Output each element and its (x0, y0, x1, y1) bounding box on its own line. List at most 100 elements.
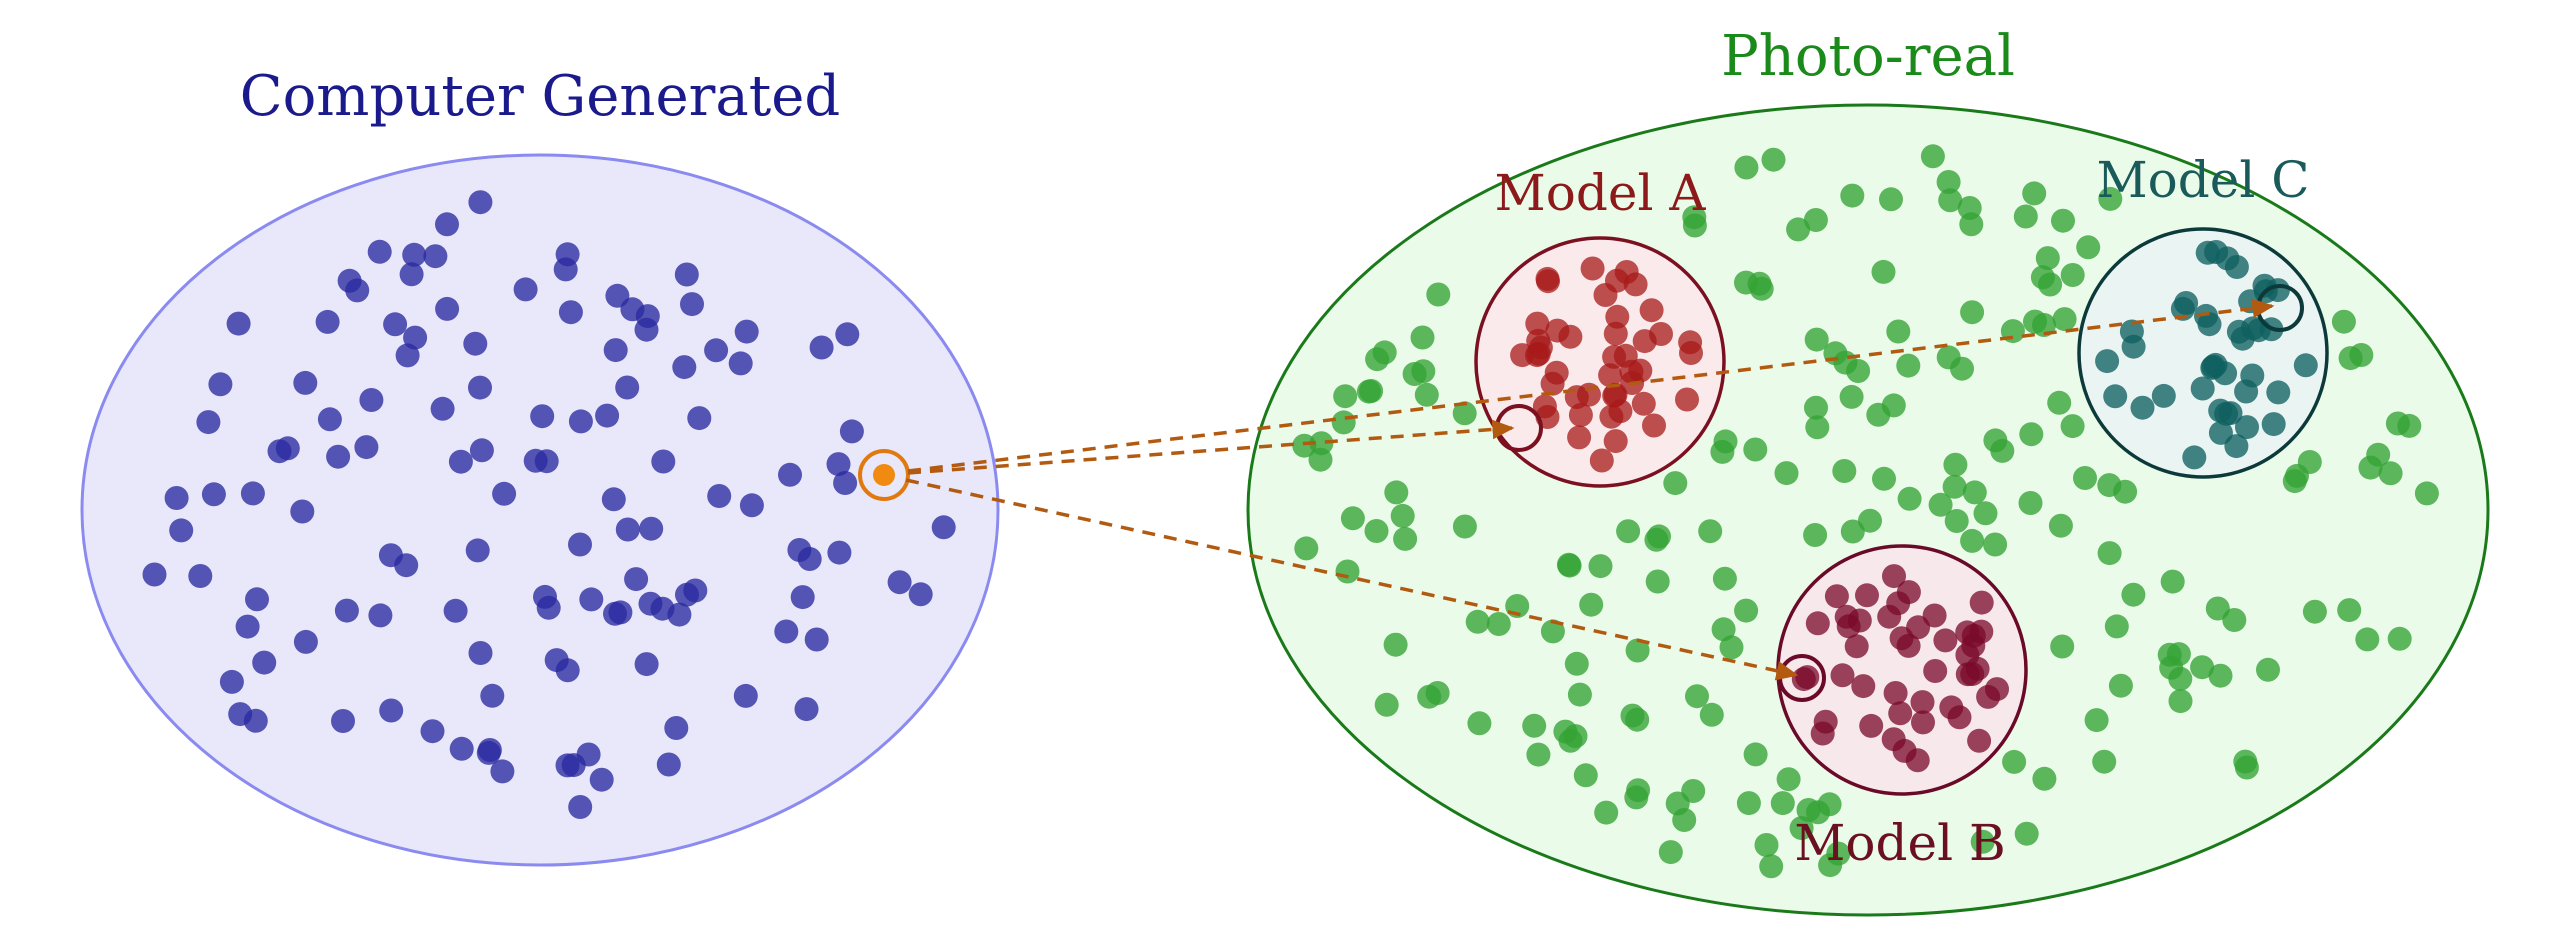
photo-real-sample-dot (1356, 379, 1381, 404)
model-b-sample-dot (1881, 727, 1906, 752)
model-b-sample-dot (1947, 705, 1972, 730)
model-a-sample-dot (1540, 371, 1565, 396)
photo-real-sample-dot (2331, 309, 2356, 334)
photo-real-sample-dot (1616, 519, 1641, 544)
model-c-sample-dot (2218, 401, 2243, 426)
photo-real-sample-dot (1331, 410, 1356, 435)
computer-generated-sample-dot (674, 262, 699, 287)
computer-generated-sample-dot (809, 335, 834, 360)
model-b-sample-dot (1976, 684, 2001, 709)
photo-real-sample-dot (1803, 523, 1828, 547)
photo-real-sample-dot (1710, 439, 1735, 464)
computer-generated-sample-dot (317, 407, 342, 432)
photo-real-sample-dot (2337, 598, 2362, 623)
computer-generated-sample-dot (672, 355, 697, 380)
query-sample-ring (858, 449, 910, 501)
photo-real-sample-dot (1467, 711, 1492, 736)
computer-generated-sample-dot (835, 322, 860, 347)
computer-generated-sample-dot (492, 481, 517, 506)
computer-generated-sample-dot (827, 540, 852, 565)
computer-generated-sample-dot (615, 375, 640, 400)
photo-real-sample-dot (2060, 263, 2085, 287)
computer-generated-sample-dot (513, 277, 538, 302)
photo-real-sample-dot (2302, 599, 2327, 624)
photo-real-sample-dot (2092, 749, 2117, 774)
photo-real-sample-dot (1452, 401, 1477, 426)
computer-generated-sample-dot (383, 312, 408, 337)
photo-real-sample-dot (2023, 309, 2047, 334)
photo-real-sample-dot (1803, 208, 1828, 232)
computer-generated-sample-dot (603, 601, 627, 626)
photo-real-sample-dot (1526, 742, 1551, 767)
computer-generated-sample-dot (804, 627, 829, 652)
computer-generated-sample-dot (420, 719, 445, 744)
model-a-sample-dot (1567, 425, 1592, 450)
model-a-sample-dot (1623, 272, 1648, 297)
photo-real-sample-dot (1390, 503, 1415, 528)
computer-generated-sample-dot (790, 585, 815, 610)
computer-generated-sample-dot (334, 598, 359, 623)
computer-generated-sample-dot (634, 317, 659, 342)
photo-real-sample-dot (1776, 767, 1801, 792)
photo-real-sample-dot (2355, 627, 2380, 652)
photo-real-sample-dot (1743, 742, 1768, 767)
photo-real-sample-dot (2282, 469, 2307, 494)
model-b-sample-dot (1851, 674, 1876, 699)
photo-real-sample-dot (2297, 450, 2322, 474)
model-a-sample-dot (1631, 391, 1656, 416)
photo-real-sample-dot (1374, 692, 1399, 717)
model-c-sample-dot (2235, 415, 2259, 440)
photo-real-sample-dot (1698, 519, 1723, 544)
model-a-sample-dot (1679, 341, 1703, 365)
photo-real-sample-dot (1579, 592, 1604, 617)
photo-real-samples (1292, 144, 2439, 879)
photo-real-sample-dot (1960, 528, 1985, 553)
computer-generated-sample-dot (368, 603, 393, 628)
model-c-sample-dot (2293, 353, 2318, 378)
computer-generated-sample-dot (931, 515, 956, 540)
photo-real-sample-dot (1663, 471, 1688, 496)
computer-generated-sample-dot (555, 242, 580, 267)
computer-generated-sample-dot (226, 311, 251, 336)
model-a-sample-dot (1598, 363, 1623, 388)
computer-generated-sample-dot (402, 242, 427, 267)
computer-generated-sample-dot (399, 262, 424, 287)
computer-generated-sample-dot (589, 767, 614, 792)
computer-generated-sample-dot (315, 309, 340, 334)
computer-generated-sample-dot (395, 343, 420, 368)
model-b-sample-dot (1910, 690, 1935, 715)
photo-real-sample-dot (1936, 170, 1961, 194)
computer-generated-sample-dot (394, 553, 419, 578)
model-b-sample-dot (1791, 667, 1816, 692)
computer-generated-sample-dot (558, 300, 583, 325)
photo-real-sample-dot (1754, 833, 1779, 857)
photo-real-sample-dot (1805, 415, 1830, 440)
computer-generated-title: Computer Generated (240, 64, 841, 129)
computer-generated-sample-dot (794, 697, 819, 722)
photo-real-sample-dot (2414, 481, 2439, 506)
model-c-sample-dot (2170, 296, 2195, 321)
computer-generated-sample-dot (576, 742, 601, 767)
model-a-sample-dot (1568, 403, 1593, 427)
photo-real-sample-dot (2104, 614, 2129, 639)
photo-real-sample-dot (2097, 541, 2122, 566)
model-c-sample-dot (2119, 319, 2144, 344)
model-b-sample-dot (1911, 710, 1935, 735)
photo-real-sample-dot (1920, 144, 1945, 169)
photo-real-sample-dot (1743, 437, 1768, 462)
computer-generated-sample-dot (235, 614, 260, 639)
photo-real-sample-dot (1624, 785, 1649, 810)
computer-generated-sample-dot (468, 641, 493, 665)
photo-real-sample-dot (1817, 792, 1842, 817)
photo-real-sample-dot (1796, 798, 1821, 822)
photo-real-sample-dot (2160, 569, 2185, 594)
photo-real-sample-dot (2019, 422, 2044, 447)
photo-real-sample-dot (2014, 821, 2039, 846)
computer-generated-sample-dot (568, 532, 592, 557)
photo-real-sample-dot (1839, 384, 1864, 409)
computer-generated-sample-dot (728, 351, 753, 376)
computer-generated-sample-dot (196, 410, 221, 435)
photo-real-sample-dot (2378, 461, 2403, 486)
